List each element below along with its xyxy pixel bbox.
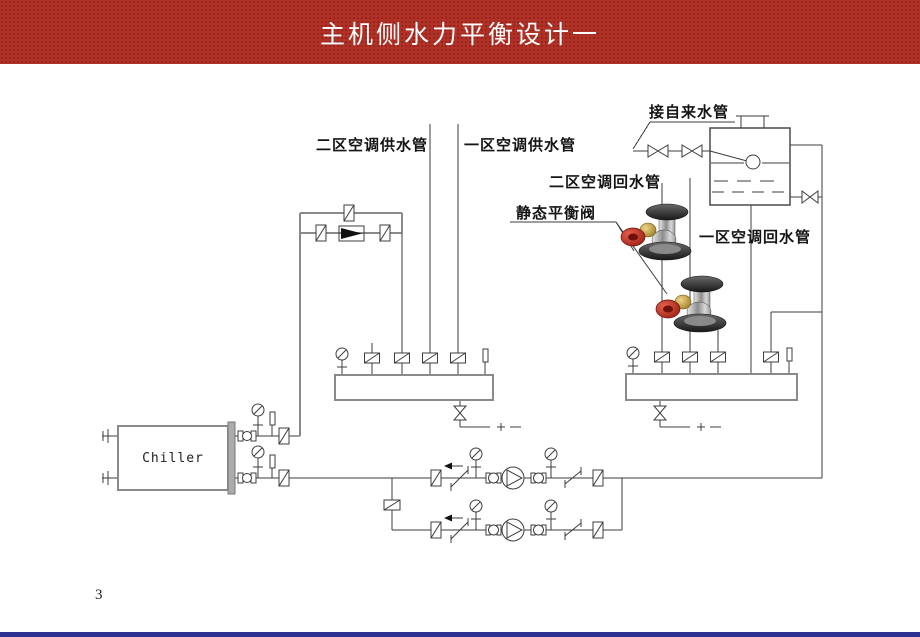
gate-valve: [681, 144, 703, 158]
pressure-gauge: [251, 403, 265, 417]
flow-arrow: [444, 462, 452, 470]
valve: [394, 352, 410, 364]
supply-header: [334, 374, 494, 401]
piping-diagram: 二区空调供水管 一区空调供水管 接自来水管 二区空调回水管 静态平衡阀 一区空调…: [0, 64, 920, 632]
valve: [682, 351, 698, 363]
float-ball: [745, 154, 761, 170]
pressure-gauge: [544, 447, 558, 461]
slide-title: 主机侧水力平衡设计一: [319, 22, 600, 49]
valve: [315, 224, 327, 242]
valve: [364, 352, 380, 364]
static-balance-valve-label: 静态平衡阀: [516, 204, 597, 222]
pump: [501, 518, 525, 542]
diagram-drawing: [102, 115, 823, 543]
pressure-gauge: [626, 346, 640, 360]
valve: [450, 352, 466, 364]
valve: [383, 499, 401, 511]
expansion-tank: [709, 115, 791, 206]
valve: [654, 351, 670, 363]
drain-symbol: [497, 423, 521, 431]
pressure-gauge: [544, 499, 558, 513]
gate-valve: [801, 190, 819, 204]
flex-joint: [237, 472, 257, 484]
thermometer: [269, 454, 276, 469]
footer-accent-line: [0, 632, 920, 637]
drain-valve: [652, 405, 668, 421]
float-linkage: [709, 150, 748, 162]
check-valve: [338, 225, 365, 242]
drain-symbol: [697, 423, 721, 431]
valve: [278, 427, 290, 445]
flex-joint: [485, 524, 502, 536]
return-header: [625, 373, 798, 401]
flex-joint: [530, 524, 547, 536]
valve: [710, 351, 726, 363]
strainer: [444, 462, 469, 491]
pressure-gauge: [469, 499, 483, 513]
tap-water-label: 接自来水管: [649, 103, 730, 121]
valve: [430, 469, 442, 487]
valve: [592, 521, 604, 539]
slide-header: 主机侧水力平衡设计一: [0, 0, 920, 64]
pressure-gauge: [251, 445, 265, 459]
valve: [430, 521, 442, 539]
valve: [278, 469, 290, 487]
gate-valve: [647, 144, 669, 158]
chiller-tube-sheet: [227, 421, 236, 495]
valve: [763, 351, 779, 363]
thermometer: [786, 347, 793, 362]
zone2-supply-label: 二区空调供水管: [315, 136, 428, 154]
flex-joint: [237, 430, 257, 442]
valve: [592, 469, 604, 487]
check-valve: [564, 519, 582, 540]
thermometer: [482, 348, 489, 363]
zone1-supply-label: 一区空调供水管: [464, 136, 577, 154]
pipes: [102, 121, 823, 531]
valve: [343, 204, 355, 222]
flex-joint: [530, 472, 547, 484]
thermometer: [269, 411, 276, 426]
pressure-gauge: [335, 347, 349, 361]
chiller: [117, 421, 236, 495]
flow-arrow: [444, 514, 452, 522]
page-number: 3: [95, 587, 103, 603]
drain-valve: [452, 405, 468, 421]
balance-valve-photo: [655, 275, 727, 333]
balance-valve-photo: [620, 203, 692, 261]
check-valve: [564, 467, 582, 488]
valve: [422, 352, 438, 364]
pump: [501, 466, 525, 490]
chiller-label: Chiller: [142, 450, 204, 466]
valve: [379, 224, 391, 242]
strainer: [444, 514, 469, 543]
pressure-gauge: [469, 447, 483, 461]
zone1-return-label: 一区空调回水管: [699, 228, 812, 246]
zone2-return-label: 二区空调回水管: [549, 173, 662, 191]
flex-joint: [485, 472, 502, 484]
